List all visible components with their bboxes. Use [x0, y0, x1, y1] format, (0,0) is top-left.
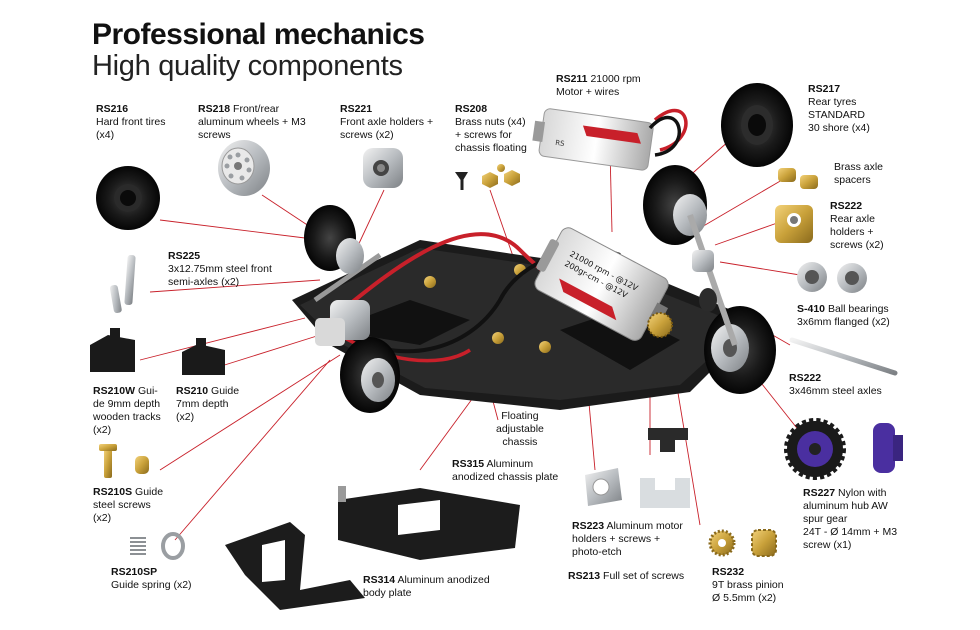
label-rs216: RS216 Hard front tires (x4) — [96, 103, 166, 141]
label-rs218: RS218 Front/rear aluminum wheels + M3 sc… — [198, 103, 306, 141]
label-rs314: RS314 Aluminum anodized body plate — [363, 574, 490, 599]
label-rs221: RS221 Front axle holders + screws (x2) — [340, 103, 434, 141]
label-s410: S-410 Ball bearings 3x6mm flanged (x2) — [797, 303, 890, 328]
guide-9mm-part — [90, 328, 135, 372]
ball-bearings-part — [797, 262, 867, 293]
brass-nuts-part — [455, 164, 520, 190]
label-rs232: RS232 9T brass pinion Ø 5.5mm (x2) — [712, 566, 784, 604]
front-axle-holder-part — [363, 148, 403, 188]
label-rs208: RS208 Brass nuts (x4) + screws for chass… — [455, 103, 527, 154]
label-rs210w: RS210W Gui- de 9mm depth wooden tracks (… — [93, 385, 161, 436]
chassis-assembly: 21000 rpm - @12V 200gr-cm - @12V — [292, 165, 776, 413]
label-rs217: RS217 Rear tyres STANDARD 30 shore (x4) — [808, 83, 870, 134]
label-rs222-holders: RS222 Rear axle holders + screws (x2) — [830, 200, 884, 251]
aluminum-wheel-part — [218, 140, 270, 196]
label-rs210sp: RS210SP Guide spring (x2) — [111, 566, 192, 591]
label-rs315: RS315 Aluminum anodized chassis plate — [452, 458, 559, 483]
rear-axle-holder-part — [775, 205, 813, 243]
guide-screws-part — [99, 444, 149, 478]
front-tire-part — [96, 166, 160, 230]
pinion-part — [708, 529, 777, 557]
label-floating-chassis: Floating adjustable chassis — [496, 410, 544, 448]
page-title: Professional mechanics — [92, 18, 425, 51]
motor-part: RS — [532, 108, 688, 171]
motor-holders-part — [585, 428, 690, 508]
steel-axle-part — [789, 337, 898, 376]
label-rs227: RS227 Nylon with aluminum hub AW spur ge… — [803, 487, 898, 551]
label-rs211: RS211 21000 rpm Motor + wires — [556, 73, 641, 98]
brass-spacers-part — [778, 168, 818, 189]
page-subtitle: High quality components — [92, 50, 403, 82]
guide-spring-part — [130, 532, 185, 560]
guide-7mm-part — [182, 338, 225, 375]
label-brass-spacers: Brass axle spacers — [834, 161, 884, 186]
label-rs213: RS213 Full set of screws — [568, 570, 685, 582]
chassis-plate-part — [338, 486, 520, 560]
label-rs223: RS223 Aluminum motor holders + screws + … — [572, 520, 683, 558]
label-rs222-axles: RS222 3x46mm steel axles — [789, 372, 882, 397]
label-rs225: RS225 3x12.75mm steel front semi-axles (… — [168, 250, 272, 288]
semi-axles-part — [109, 254, 136, 314]
body-plate-part — [225, 522, 365, 610]
spur-gear-part — [784, 418, 903, 480]
rear-tire-part — [721, 83, 793, 167]
label-rs210: RS210 Guide 7mm depth (x2) — [176, 385, 240, 423]
label-rs210s: RS210S Guide steel screws (x2) — [93, 486, 164, 524]
svg-text:RS: RS — [555, 139, 566, 148]
